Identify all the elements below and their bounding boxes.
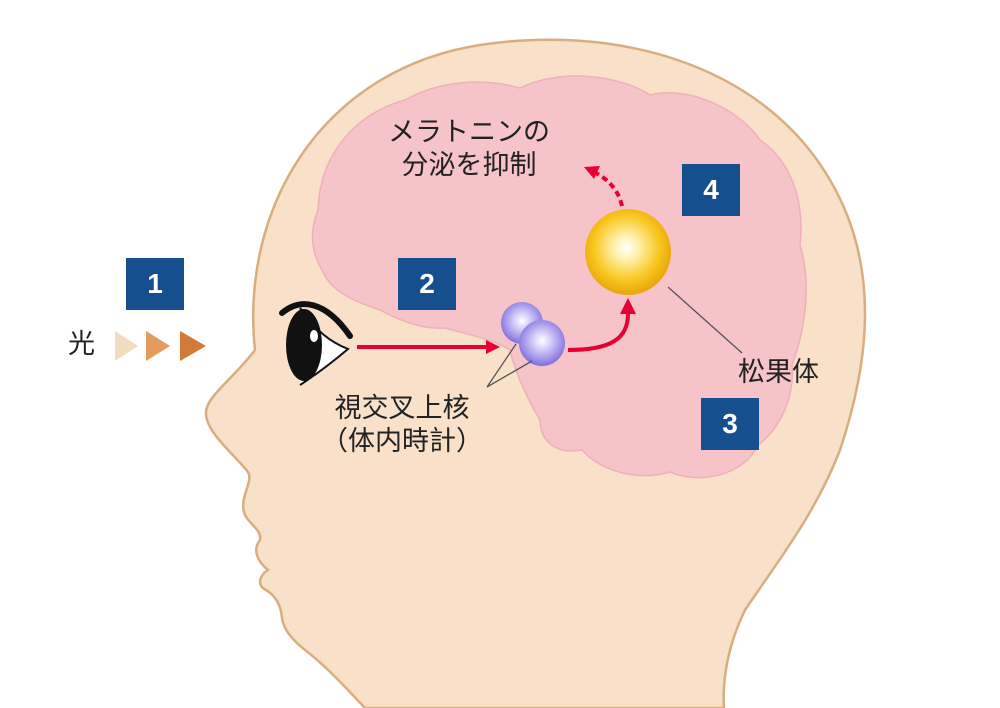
- scn-spheres: [501, 302, 565, 366]
- scn-label: 視交叉上核 （体内時計）: [321, 393, 483, 459]
- eye-icon: [279, 301, 353, 386]
- pineal-label: 松果体: [738, 357, 819, 388]
- suppression-label-line1: メラトニンの: [388, 117, 550, 148]
- suppression-label-line2: 分泌を抑制: [401, 149, 537, 181]
- light-label: 光: [68, 329, 95, 360]
- scn-label-line1: 視交叉上核: [334, 393, 470, 424]
- melatonin-suppression-arrow: [584, 166, 624, 207]
- scn-label-line2: （体内時計）: [321, 425, 483, 457]
- suppression-label: メラトニンの 分泌を抑制: [388, 117, 550, 183]
- light-arrows-icon: [115, 331, 206, 361]
- scn-pointer-lines: [486, 343, 533, 388]
- pineal-gland: [585, 209, 671, 295]
- step-badge-1: 1: [126, 258, 184, 310]
- eye-to-scn-arrow: [357, 340, 500, 354]
- scn-to-pineal-arrow: [567, 298, 636, 352]
- step-badge-3: 3: [701, 398, 759, 450]
- step-badge-4: 4: [682, 164, 740, 216]
- step-badge-2: 2: [398, 258, 456, 310]
- pineal-pointer-line: [667, 286, 743, 354]
